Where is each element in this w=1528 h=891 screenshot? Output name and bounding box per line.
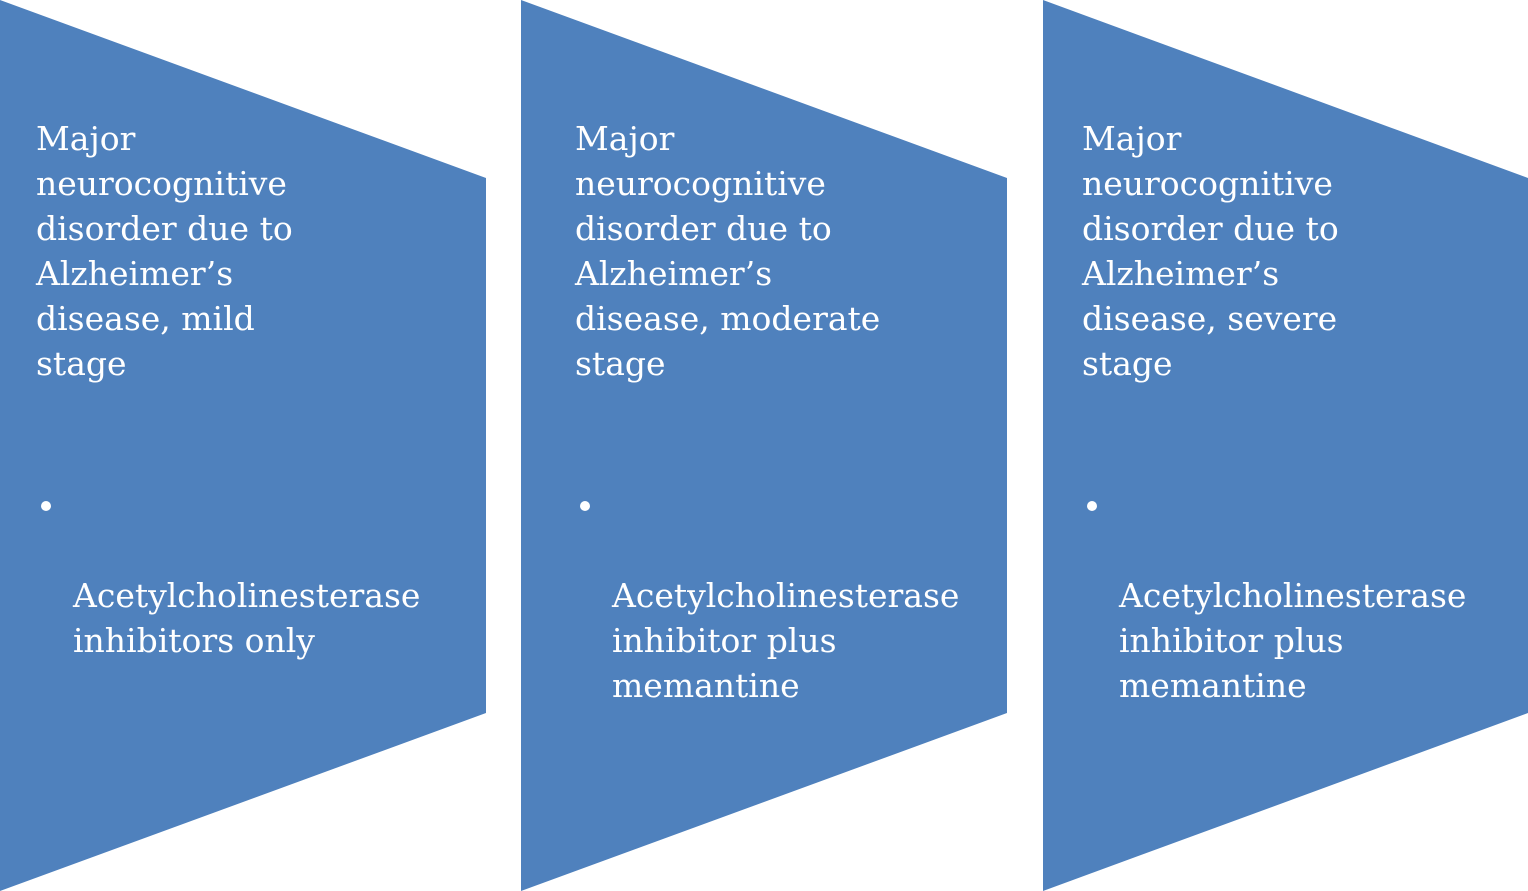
treatment-text: Acetylcholinesterase inhibitor plus mema…	[1119, 576, 1467, 705]
stage-title: Major neurocognitive disorder due to Alz…	[575, 119, 881, 383]
chevron-shape	[521, 0, 1007, 891]
treatment-text: Acetylcholinesterase inhibitor plus mema…	[612, 576, 960, 705]
stage-panel-moderate: Major neurocognitive disorder due to Alz…	[521, 0, 1007, 891]
chevron-shape	[0, 0, 486, 891]
treatment-list: Acetylcholinesterase inhibitor plus mema…	[575, 483, 959, 708]
stage-panel-mild: Major neurocognitive disorder due to Alz…	[0, 0, 486, 891]
bullet-icon	[41, 501, 51, 511]
panel-content: Major neurocognitive disorder due to Alz…	[1082, 116, 1466, 705]
treatment-item: Acetylcholinesterase inhibitors only	[36, 483, 420, 663]
panel-content: Major neurocognitive disorder due to Alz…	[575, 116, 959, 705]
treatment-item: Acetylcholinesterase inhibitor plus mema…	[1082, 483, 1466, 708]
stage-title: Major neurocognitive disorder due to Alz…	[36, 119, 293, 383]
bullet-icon	[1087, 501, 1097, 511]
stage-title: Major neurocognitive disorder due to Alz…	[1082, 119, 1339, 383]
stage-panel-severe: Major neurocognitive disorder due to Alz…	[1043, 0, 1528, 891]
treatment-list: Acetylcholinesterase inhibitor plus mema…	[1082, 483, 1466, 708]
panel-content: Major neurocognitive disorder due to Alz…	[36, 116, 420, 660]
treatment-text: Acetylcholinesterase inhibitors only	[73, 576, 421, 660]
chevron-shape	[1043, 0, 1528, 891]
bullet-icon	[580, 501, 590, 511]
treatment-item: Acetylcholinesterase inhibitor plus mema…	[575, 483, 959, 708]
treatment-list: Acetylcholinesterase inhibitors only	[36, 483, 420, 663]
